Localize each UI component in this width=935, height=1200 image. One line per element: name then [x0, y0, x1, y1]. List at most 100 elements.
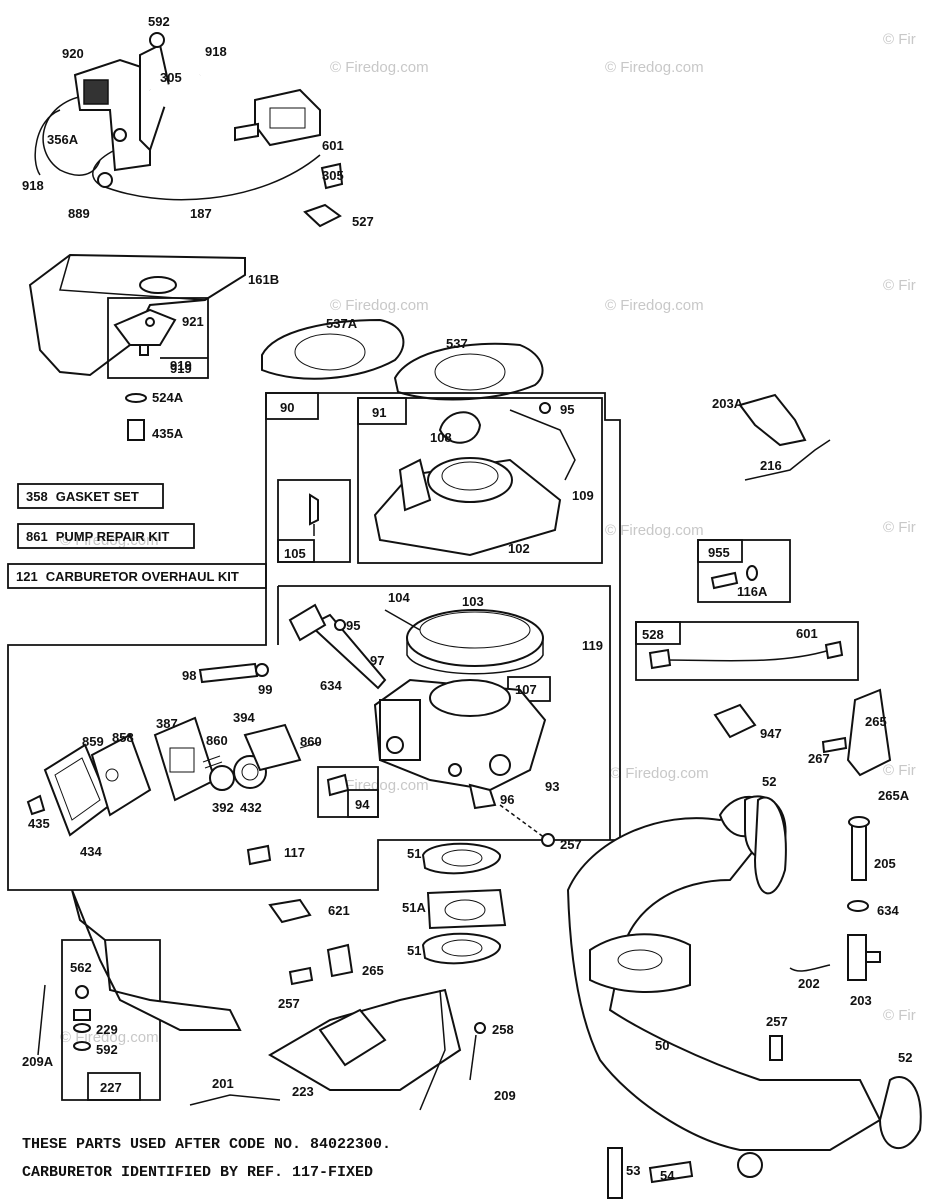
callout-108: 108	[430, 430, 452, 445]
callout-562: 562	[70, 960, 92, 975]
right-hardware	[607, 816, 881, 1199]
box-label-955: 955	[708, 545, 730, 560]
callout-54: 54	[660, 1168, 675, 1183]
lever-box-227	[37, 889, 242, 1101]
callout-394: 394	[233, 710, 255, 725]
callout-103: 103	[462, 594, 484, 609]
callout-203: 203	[850, 993, 872, 1008]
callout-918: 918	[205, 44, 227, 59]
callout-52: 52	[898, 1050, 912, 1065]
choke-parts	[738, 393, 831, 481]
callout-257: 257	[560, 837, 582, 852]
callout-592: 592	[148, 14, 170, 29]
gasket-52-upper	[753, 796, 787, 895]
box-label-105: 105	[284, 546, 306, 561]
callout-258: 258	[492, 1022, 514, 1037]
box-label-919: 919	[170, 361, 192, 376]
watermark: © Firedog.com	[610, 765, 709, 782]
callout-102: 102	[508, 541, 530, 556]
pump-stack	[26, 716, 321, 866]
watermark: © Firedog.com	[605, 297, 704, 314]
bracket-265	[821, 688, 892, 777]
needle-valve	[309, 493, 319, 536]
callout-109: 109	[572, 488, 594, 503]
callout-51: 51	[407, 846, 421, 861]
callout-265: 265	[865, 714, 887, 729]
callout-621: 621	[328, 903, 350, 918]
callout-116a: 116A	[737, 584, 768, 599]
footnote: THESE PARTS USED AFTER CODE NO. 84022300…	[22, 1136, 391, 1181]
callout-205: 205	[874, 856, 896, 871]
callout-257: 257	[278, 996, 300, 1011]
callout-860: 860	[300, 734, 322, 749]
callout-201: 201	[212, 1076, 234, 1091]
watermark: © Firedog.com	[605, 522, 704, 539]
box-label-90: 90	[280, 400, 294, 415]
callout-52: 52	[762, 774, 776, 789]
callout-229: 229	[96, 1022, 118, 1037]
governor-linkage	[189, 898, 486, 1111]
callout-95: 95	[346, 618, 360, 633]
box-label-91: 91	[372, 405, 386, 420]
callout-860: 860	[206, 733, 228, 748]
footnote-line-1: THESE PARTS USED AFTER CODE NO. 84022300…	[22, 1136, 391, 1153]
callout-305: 305	[160, 70, 182, 85]
box-label-107: 107	[515, 682, 537, 697]
callout-435: 435	[28, 816, 50, 831]
callout-527: 527	[352, 214, 374, 229]
box-955	[697, 539, 791, 603]
callout-918: 918	[22, 178, 44, 193]
callout-356a: 356A	[47, 132, 79, 147]
watermark: © Fir	[883, 1007, 916, 1024]
box-90-carburetor	[7, 392, 621, 891]
callout-921: 921	[182, 314, 204, 329]
throttle-shaft	[198, 603, 387, 690]
callout-53: 53	[626, 1163, 640, 1178]
callout-435a: 435A	[152, 426, 184, 441]
callout-537a: 537A	[326, 316, 358, 331]
callout-96: 96	[500, 792, 514, 807]
callout-537: 537	[446, 336, 468, 351]
callout-265a: 265A	[878, 788, 910, 803]
box-528	[635, 621, 859, 681]
carburetor-lower-body	[373, 678, 547, 810]
exhaust-manifold	[566, 795, 922, 1178]
callout-95: 95	[560, 402, 574, 417]
intake-gaskets	[421, 842, 507, 965]
box-label-528: 528	[642, 627, 664, 642]
box-919	[107, 297, 209, 379]
callout-601: 601	[796, 626, 818, 641]
callout-392: 392	[212, 800, 234, 815]
watermark: © Firedog.com	[60, 532, 159, 549]
watermark: © Firedog.com	[330, 297, 429, 314]
solenoid	[713, 703, 757, 739]
callout-119: 119	[582, 638, 603, 653]
callout-947: 947	[760, 726, 782, 741]
watermark: © Firedog.com	[330, 59, 429, 76]
callout-209a: 209A	[22, 1054, 54, 1069]
callout-889: 889	[68, 206, 90, 221]
callout-920: 920	[62, 46, 84, 61]
callout-93: 93	[545, 779, 559, 794]
footnote-line-2: CARBURETOR IDENTIFIED BY REF. 117-FIXED	[22, 1164, 373, 1181]
watermark: © Fir	[883, 762, 916, 779]
box-label-94: 94	[355, 797, 370, 812]
callout-858: 858	[112, 730, 134, 745]
watermark: © Firedog.com	[605, 59, 704, 76]
float	[384, 609, 544, 675]
callout-203a: 203A	[712, 396, 744, 411]
callout-387: 387	[156, 716, 178, 731]
callout-216: 216	[760, 458, 782, 473]
callout-434: 434	[80, 844, 102, 859]
callout-161b: 161B	[248, 272, 279, 287]
watermark: © Fir	[883, 519, 916, 536]
callout-51a: 51A	[402, 900, 426, 915]
callout-634: 634	[877, 903, 899, 918]
callout-97: 97	[370, 653, 384, 668]
callout-919: 919	[170, 358, 192, 373]
callout-50: 50	[655, 1038, 669, 1053]
